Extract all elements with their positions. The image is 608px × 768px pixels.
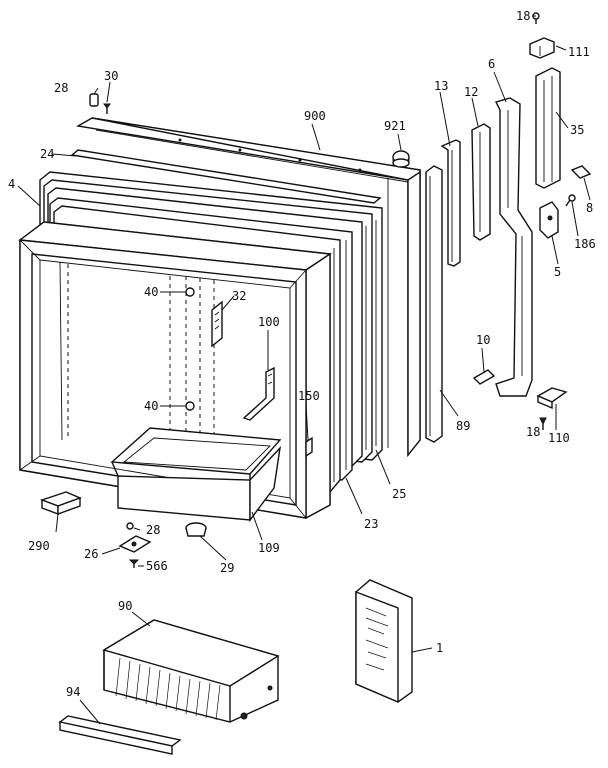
callout-111: 111: [568, 45, 590, 59]
callout-40-upper: 40: [144, 285, 158, 299]
callout-18-bottom: 18: [526, 425, 540, 439]
callout-90: 90: [118, 599, 132, 613]
door-gasket-89: [425, 165, 443, 443]
callout-109: 109: [258, 541, 280, 555]
latch-part-150: [305, 436, 313, 458]
callout-23: 23: [364, 517, 378, 531]
callout-32: 32: [232, 289, 246, 303]
screw-186: [565, 194, 576, 207]
plug-28-top: [89, 93, 99, 107]
block-part-110: [536, 387, 568, 410]
callout-30: 30: [104, 69, 118, 83]
trim-bar-94: [58, 715, 182, 755]
callout-94: 94: [66, 685, 80, 699]
block-part-290: [39, 491, 82, 516]
callout-labels: 18 111 6 28 30 13 12 35 900 921 24 8 4 1…: [8, 9, 596, 699]
callout-25: 25: [392, 487, 406, 501]
callout-100: 100: [258, 315, 280, 329]
callout-18-top: 18: [516, 9, 530, 23]
callout-6: 6: [488, 57, 495, 71]
callout-1: 1: [436, 641, 443, 655]
hinge-bar-6: [494, 97, 533, 397]
callout-29: 29: [220, 561, 234, 575]
callout-13: 13: [434, 79, 448, 93]
trim-strip-13: [440, 139, 461, 267]
callout-150: 150: [298, 389, 320, 403]
knob-part-921: [392, 150, 410, 168]
block-part-10: [472, 369, 496, 385]
callout-900: 900: [304, 109, 326, 123]
callout-290: 290: [28, 539, 50, 553]
owners-manual-1: [355, 579, 413, 704]
callout-40-lower: 40: [144, 399, 158, 413]
screw-18-bottom: [539, 417, 547, 430]
callout-89: 89: [456, 419, 470, 433]
shelf-support-40: [185, 287, 195, 411]
leader-lines: [17, 15, 591, 725]
callout-4: 4: [8, 177, 15, 191]
callout-8: 8: [586, 201, 593, 215]
hinge-bracket-5: [539, 201, 559, 239]
hinge-plate-26: [118, 535, 152, 553]
callout-12: 12: [464, 85, 478, 99]
bracket-111: [529, 37, 555, 59]
bumper-29: [185, 522, 207, 537]
screw-566: [128, 559, 140, 568]
callout-24: 24: [40, 147, 54, 161]
callout-110: 110: [548, 431, 570, 445]
callout-186: 186: [574, 237, 596, 251]
callout-921: 921: [384, 119, 406, 133]
bracket-part-32: [211, 300, 223, 348]
callout-35: 35: [570, 123, 584, 137]
callout-26: 26: [84, 547, 98, 561]
cabinet-shell: [75, 117, 421, 457]
shelf-bracket-100: [242, 366, 275, 421]
callout-28-top: 28: [54, 81, 68, 95]
crisper-pan-109: [110, 427, 282, 523]
callout-10: 10: [476, 333, 490, 347]
callout-566: 566: [146, 559, 168, 573]
callout-5: 5: [554, 265, 561, 279]
freezer-basket-90: [102, 619, 280, 723]
screw-18-top: [532, 12, 540, 24]
liner-box: [18, 221, 332, 520]
screw-30: [103, 103, 111, 114]
gasket-strip-24: [70, 149, 382, 204]
channel-35: [535, 67, 561, 189]
callout-28-bottom: 28: [146, 523, 160, 537]
trim-strip-12: [471, 123, 491, 241]
washer-28-lower: [126, 522, 134, 530]
plate-part-8: [570, 165, 592, 179]
